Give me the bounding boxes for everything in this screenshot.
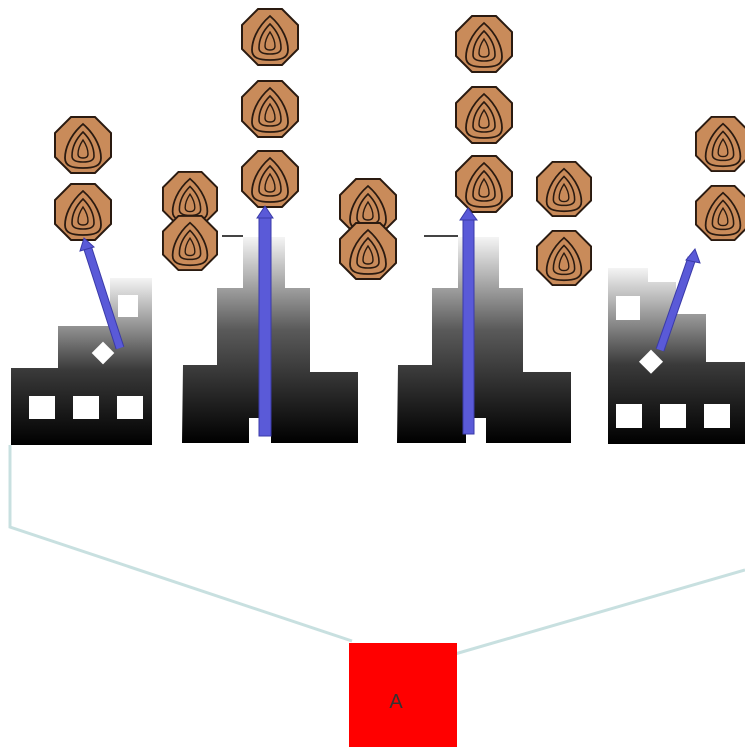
structure-3-building [397, 237, 571, 443]
structure-4-window [616, 404, 642, 428]
connector-right [454, 568, 745, 656]
structure-1 [11, 116, 152, 445]
seed-icon [695, 116, 745, 172]
seed-icon [54, 183, 112, 241]
root-node-label: A [389, 691, 403, 713]
seed-icon [455, 155, 513, 213]
structure-4-arrow [655, 247, 701, 352]
structure-3-arrow [459, 207, 478, 435]
seed-icon [241, 8, 299, 66]
root-node-box [349, 643, 457, 747]
structure-1-window [29, 396, 55, 419]
structure-4-window [616, 296, 640, 320]
structure-3 [397, 15, 592, 443]
structure-1-gem [91, 341, 115, 365]
seed-icon [241, 80, 299, 138]
structure-2 [162, 8, 358, 443]
seed-icon [536, 161, 592, 217]
structure-2-arrow [256, 205, 274, 437]
root-node: A [349, 643, 457, 747]
connector-left [8, 445, 353, 643]
seed-icon [455, 86, 513, 144]
seed-icon [241, 150, 299, 208]
structure-1-arrow [79, 237, 125, 350]
seed-icon [162, 215, 218, 271]
seed-icon [455, 15, 513, 73]
seed-icon [339, 222, 397, 280]
seed-icon [536, 230, 592, 286]
structure-1-window [117, 396, 143, 419]
structure-4 [608, 116, 745, 444]
structure-4-window [704, 404, 730, 428]
seed-icon [54, 116, 112, 174]
structure-1-window [73, 396, 99, 419]
seed-icon [695, 185, 745, 241]
structure-1-window [118, 295, 138, 317]
structure-4-building [608, 268, 745, 444]
structure-4-window [660, 404, 686, 428]
